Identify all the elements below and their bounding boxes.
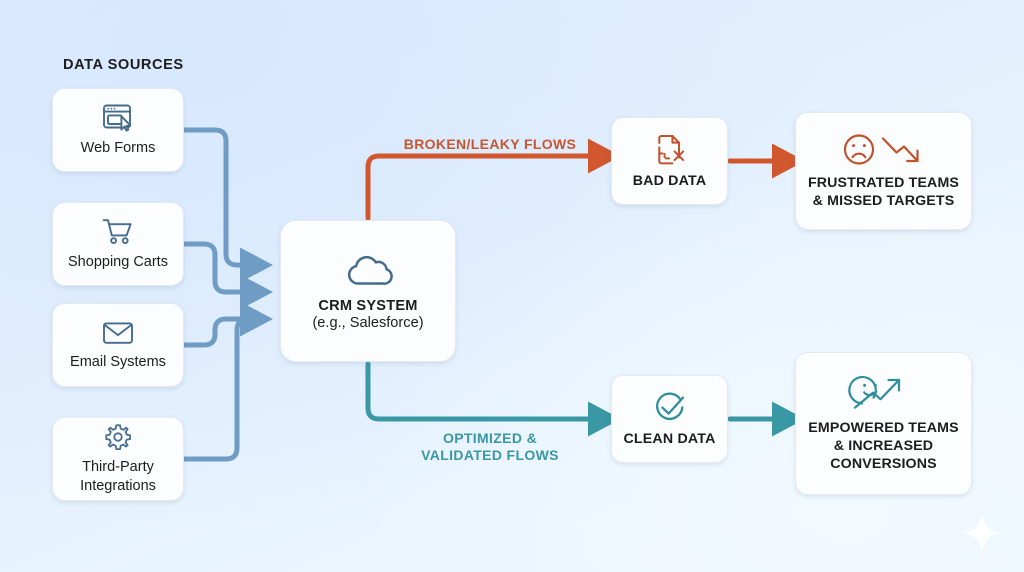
source-card-web-forms[interactable]: Web Forms: [52, 88, 184, 172]
cloud-icon: [341, 251, 395, 289]
browser-window-cursor-icon: [101, 103, 135, 133]
sad-face-down-arrow-icon: [841, 132, 927, 168]
edge-label-optimized-validated-flows: OPTIMIZED & VALIDATED FLOWS: [330, 430, 650, 464]
four-point-star-icon: [963, 513, 1001, 553]
crm-title: CRM SYSTEM: [318, 298, 418, 314]
outcome-label-line1: FRUSTRATED TEAMS: [807, 174, 960, 191]
crm-subtitle: (e.g., Salesforce): [312, 315, 424, 331]
smiley-face-up-arrow-icon: [847, 373, 921, 413]
source-card-email-systems[interactable]: Email Systems: [52, 303, 184, 387]
empowered-teams-label: EMPOWERED TEAMS & INCREASED CONVERSIONS: [808, 420, 958, 473]
source-label: Web Forms: [80, 140, 156, 157]
connector-shopping-carts: [181, 241, 273, 310]
envelope-icon: [101, 319, 135, 347]
source-card-shopping-carts[interactable]: Shopping Carts: [52, 202, 184, 286]
frustrated-teams-label: FRUSTRATED TEAMS & MISSED TARGETS: [808, 175, 959, 211]
clean-data-label: CLEAN DATA: [623, 430, 716, 447]
connector-web-forms: [181, 127, 273, 283]
empowered-teams-node[interactable]: EMPOWERED TEAMS & INCREASED CONVERSIONS: [795, 352, 972, 495]
crm-system-node[interactable]: CRM SYSTEM (e.g., Salesforce): [280, 220, 456, 362]
source-label-line2: Integrations: [80, 477, 156, 494]
outcome-label-line2: & MISSED TARGETS: [812, 192, 955, 209]
outcome-label-line3: CONVERSIONS: [830, 455, 937, 472]
source-label: Shopping Carts: [68, 254, 168, 271]
shopping-cart-icon: [101, 217, 135, 247]
edge-label-line2: VALIDATED FLOWS: [421, 446, 559, 463]
edge-label-line1: OPTIMIZED &: [442, 430, 538, 446]
bad-data-node[interactable]: BAD DATA: [611, 117, 728, 205]
broken-document-x-icon: [652, 133, 688, 167]
source-label-line1: Third-Party: [82, 459, 154, 476]
section-heading-data-sources: DATA SOURCES: [63, 57, 184, 73]
source-label: Email Systems: [70, 354, 166, 371]
connector-crm-to-clean-data: [365, 361, 621, 437]
check-circle-icon: [652, 391, 688, 425]
connector-email-systems: [181, 301, 273, 348]
frustrated-teams-node[interactable]: FRUSTRATED TEAMS & MISSED TARGETS: [795, 112, 972, 230]
gear-icon: [102, 423, 134, 451]
edge-label-broken-leaky-flows: BROKEN/LEAKY FLOWS: [403, 136, 577, 152]
clean-data-node[interactable]: CLEAN DATA: [611, 375, 728, 463]
outcome-label-line2: & INCREASED: [833, 438, 934, 455]
source-card-third-party-integrations[interactable]: Third-Party Integrations: [52, 417, 184, 501]
source-label: Third-Party Integrations: [80, 458, 156, 494]
bad-data-label: BAD DATA: [632, 172, 707, 189]
connector-crm-to-bad-data: [365, 138, 621, 221]
outcome-label-line1: EMPOWERED TEAMS: [808, 420, 959, 437]
connector-third-party: [181, 316, 251, 462]
